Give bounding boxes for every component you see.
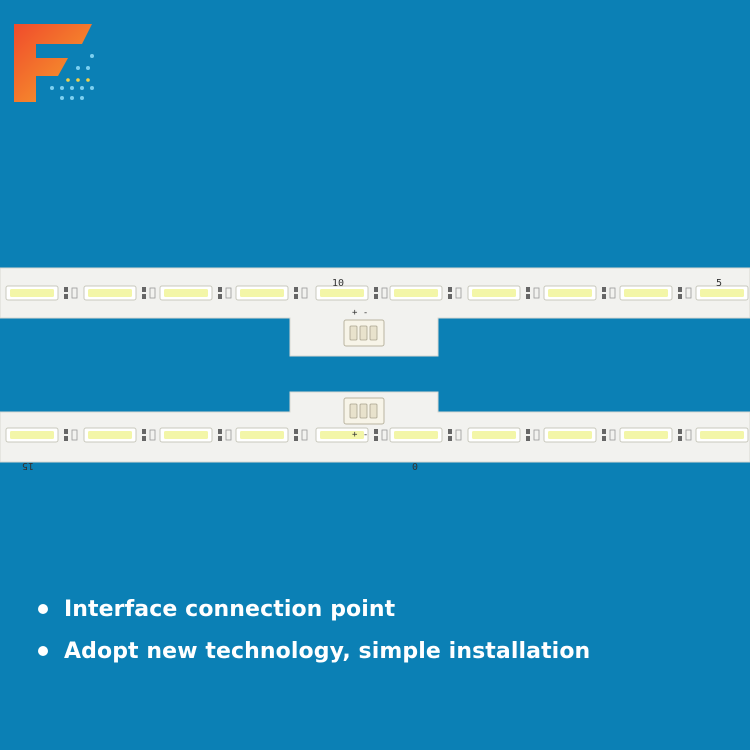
- led-chip: [164, 289, 208, 297]
- smd-part: [448, 287, 452, 292]
- smd-outline: [381, 287, 388, 299]
- smd-part: [602, 287, 606, 292]
- smd-part: [678, 294, 682, 299]
- led-chip: [240, 289, 284, 297]
- smd-outline: [149, 429, 156, 441]
- smd-outline: [301, 287, 308, 299]
- strip-bottom-label-a: 15: [22, 460, 35, 471]
- smd-part: [526, 429, 530, 434]
- F-logo-icon: [14, 24, 94, 102]
- smd-outline: [225, 429, 232, 441]
- led-chip: [394, 289, 438, 297]
- smd-part: [678, 436, 682, 441]
- smd-part: [678, 429, 682, 434]
- smd-part: [64, 294, 68, 299]
- led-chip: [624, 289, 668, 297]
- feature-item: Adopt new technology, simple installatio…: [38, 630, 738, 672]
- smd-part: [374, 436, 378, 441]
- smd-outline: [71, 287, 78, 299]
- smd-part: [64, 436, 68, 441]
- led-chip: [10, 431, 54, 439]
- led-chip: [624, 431, 668, 439]
- led-chip: [394, 431, 438, 439]
- smd-outline: [609, 429, 616, 441]
- smd-part: [142, 429, 146, 434]
- smd-outline: [455, 287, 462, 299]
- smd-part: [448, 294, 452, 299]
- smd-outline: [71, 429, 78, 441]
- smd-outline: [225, 287, 232, 299]
- led-chip: [10, 289, 54, 297]
- led-chip: [320, 431, 364, 439]
- smd-part: [374, 429, 378, 434]
- led-chip: [88, 431, 132, 439]
- feature-text: Interface connection point: [64, 596, 396, 622]
- led-chip: [472, 431, 516, 439]
- smd-part: [218, 287, 222, 292]
- smd-part: [374, 294, 378, 299]
- smd-part: [142, 436, 146, 441]
- smd-part: [448, 436, 452, 441]
- smd-outline: [381, 429, 388, 441]
- smd-part: [218, 294, 222, 299]
- brand-logo: [12, 22, 98, 104]
- smd-outline: [685, 287, 692, 299]
- strip-top-label-b: 5: [716, 278, 723, 289]
- feature-list: Interface connection point Adopt new tec…: [38, 588, 738, 672]
- strip-bottom-connector-marks: + -: [352, 430, 369, 440]
- led-chip: [700, 431, 744, 439]
- led-chip: [240, 431, 284, 439]
- smd-part: [294, 287, 298, 292]
- smd-outline: [301, 429, 308, 441]
- smd-part: [678, 287, 682, 292]
- bullet-icon: [38, 646, 48, 656]
- strip-top-connector-marks: + -: [352, 308, 369, 318]
- led-chip: [88, 289, 132, 297]
- connector-pin: [359, 403, 368, 419]
- smd-outline: [149, 287, 156, 299]
- smd-part: [218, 436, 222, 441]
- smd-outline: [609, 287, 616, 299]
- smd-part: [142, 294, 146, 299]
- smd-part: [374, 287, 378, 292]
- connector-pin: [369, 403, 378, 419]
- strip-top-label-a: 10: [332, 278, 345, 289]
- feature-text: Adopt new technology, simple installatio…: [64, 638, 591, 664]
- led-strip-top-graphic: [0, 267, 750, 357]
- bullet-icon: [38, 604, 48, 614]
- strip-bottom-label-b: 0: [412, 460, 419, 471]
- smd-part: [294, 436, 298, 441]
- smd-outline: [533, 287, 540, 299]
- connector-pin: [349, 403, 358, 419]
- led-chip: [548, 289, 592, 297]
- led-chip: [320, 289, 364, 297]
- smd-part: [294, 429, 298, 434]
- smd-outline: [455, 429, 462, 441]
- smd-outline: [685, 429, 692, 441]
- smd-part: [526, 436, 530, 441]
- connector-pin: [369, 325, 378, 341]
- smd-part: [218, 429, 222, 434]
- connector-pin: [349, 325, 358, 341]
- smd-part: [142, 287, 146, 292]
- led-strip-top: 10 5 + -: [0, 258, 750, 358]
- smd-part: [602, 294, 606, 299]
- connector-pin: [359, 325, 368, 341]
- smd-part: [64, 429, 68, 434]
- smd-part: [602, 436, 606, 441]
- smd-part: [526, 294, 530, 299]
- led-chip: [472, 289, 516, 297]
- smd-part: [602, 429, 606, 434]
- smd-outline: [533, 429, 540, 441]
- led-chip: [164, 431, 208, 439]
- feature-item: Interface connection point: [38, 588, 738, 630]
- led-strip-bottom-graphic: [0, 391, 750, 463]
- smd-part: [294, 294, 298, 299]
- smd-part: [526, 287, 530, 292]
- smd-part: [448, 429, 452, 434]
- led-strip-bottom: 15 0 + -: [0, 390, 750, 490]
- led-chip: [700, 289, 744, 297]
- smd-part: [64, 287, 68, 292]
- led-chip: [548, 431, 592, 439]
